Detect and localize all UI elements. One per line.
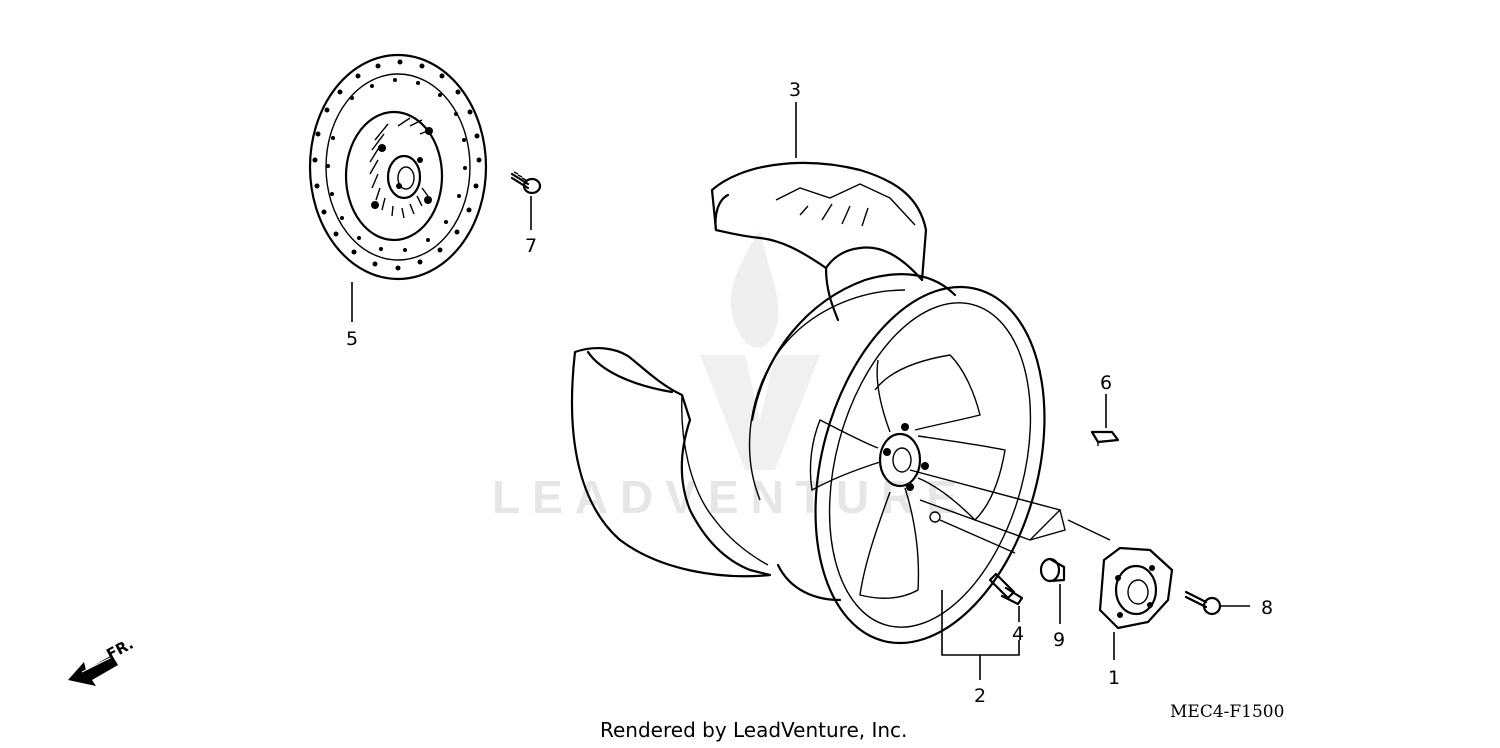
wheel-rim[interactable] — [748, 261, 1082, 669]
callout-9[interactable]: 9 — [1053, 629, 1065, 651]
hub-bolt[interactable] — [1184, 590, 1222, 616]
tire[interactable] — [570, 161, 928, 578]
callout-6[interactable]: 6 — [1100, 372, 1112, 394]
callout-2[interactable]: 2 — [974, 685, 986, 707]
callout-8[interactable]: 8 — [1261, 597, 1273, 619]
callout-labels: 1 2 3 4 5 6 7 8 9 — [346, 79, 1273, 707]
callout-4[interactable]: 4 — [1012, 623, 1024, 645]
callout-7[interactable]: 7 — [525, 235, 537, 257]
front-arrow: FR. — [68, 635, 136, 686]
disc-bolt[interactable] — [510, 171, 542, 195]
valve[interactable] — [988, 572, 1024, 606]
brake-disc[interactable] — [308, 53, 488, 281]
callout-1[interactable]: 1 — [1108, 667, 1120, 689]
explode-lines — [909, 469, 1111, 554]
diagram-code: MEC4-F1500 — [1170, 702, 1284, 722]
footer-credit: Rendered by LeadVenture, Inc. — [600, 718, 907, 742]
watermark: LEADVENTURE — [492, 230, 969, 523]
callout-5[interactable]: 5 — [346, 328, 358, 350]
hub[interactable] — [1098, 546, 1174, 630]
nut[interactable] — [1039, 557, 1066, 583]
balance-weight[interactable] — [1090, 430, 1120, 446]
leader-lines — [351, 102, 1250, 680]
arrow-icon — [68, 655, 118, 686]
watermark-text: LEADVENTURE — [492, 471, 969, 523]
callout-3[interactable]: 3 — [789, 79, 801, 101]
